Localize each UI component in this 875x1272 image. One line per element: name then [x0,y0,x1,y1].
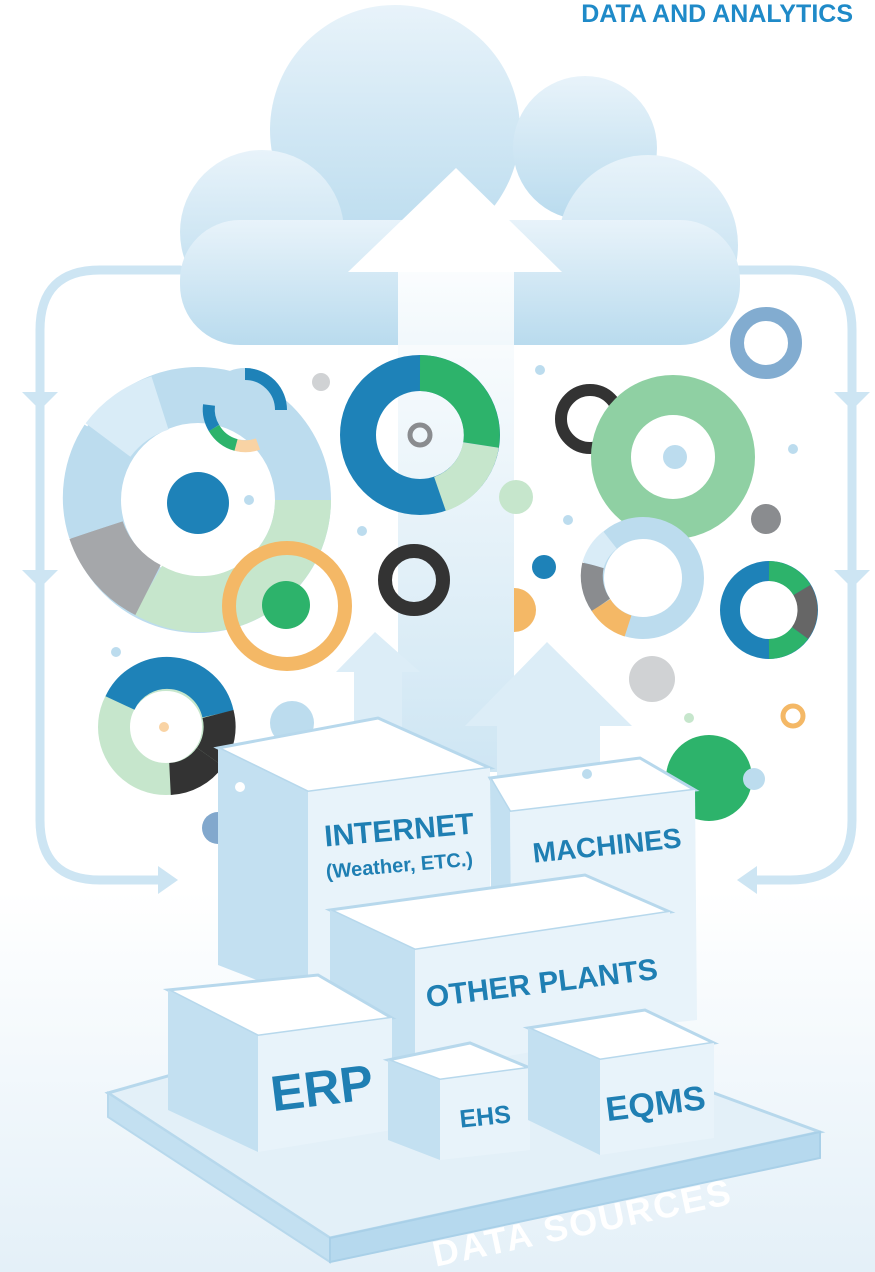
green-big-donut [591,375,755,539]
blue-dot [167,472,229,534]
light-blue-dot [235,782,245,792]
light-green-dot [499,480,533,514]
erp-label: ERP [267,1054,376,1122]
loop-arrowheads [22,392,870,894]
arrowhead-icon [158,866,178,894]
arrowhead-icon [737,866,757,894]
analytics-charts [62,307,818,844]
orange-ring [222,541,352,671]
dark-ring [378,544,450,616]
orange-ring-small [780,703,806,729]
light-blue-dot [244,495,254,505]
page-title: DATA AND ANALYTICS [581,0,853,28]
light-blue-dot [563,515,573,525]
light-blue-dot [788,444,798,454]
eqms-block [522,1008,720,1155]
blue-dot [532,555,556,579]
big-ring-chart [62,367,331,633]
light-blue-dot [357,526,367,536]
center-small-ring [407,422,433,448]
arrowhead-icon [834,570,870,588]
arrowhead-icon [834,392,870,410]
right-multi-donut [580,517,704,639]
erp-block [162,973,397,1152]
orange-dot [159,722,169,732]
center-donut-chart [340,355,500,515]
far-right-donut [720,561,818,659]
small-donut-chart [202,368,287,453]
light-green-dot [684,713,694,723]
ehs-label: EHS [458,1100,512,1133]
gray-dot [312,373,330,391]
green-dot [262,581,310,629]
light-blue-dot [663,445,687,469]
gray-dot [751,504,781,534]
arrowhead-icon [22,570,58,588]
orange-half-dot [514,588,536,632]
blue-ring [730,307,802,379]
left-lower-donut [98,656,236,795]
gray-dot [629,656,675,702]
arrowhead-icon [22,392,58,410]
light-blue-dot [535,365,545,375]
light-blue-dot [582,769,592,779]
light-blue-dot [743,768,765,790]
light-blue-dot [111,647,121,657]
